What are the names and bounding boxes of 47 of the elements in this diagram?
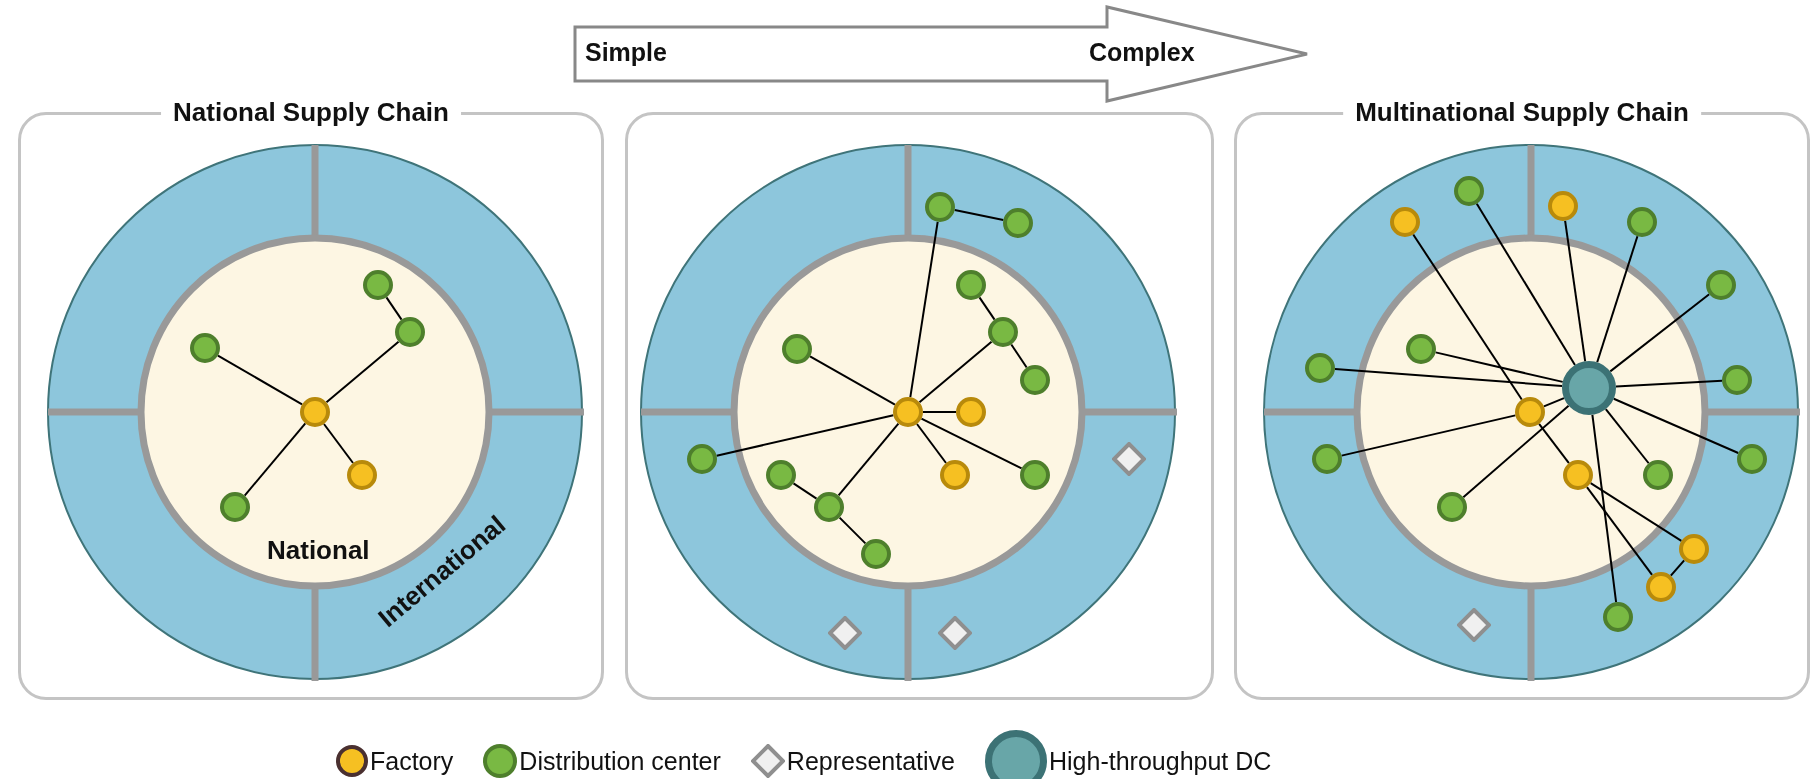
connector-line xyxy=(1538,422,1570,465)
representative-diamond xyxy=(1457,608,1491,642)
connector-line xyxy=(1564,219,1587,363)
connector-line xyxy=(216,354,304,406)
representative-diamond xyxy=(938,616,972,650)
connector-line xyxy=(1412,233,1523,401)
connector-line xyxy=(1475,202,1576,366)
connector-line xyxy=(715,414,895,457)
legend-label: Factory xyxy=(370,746,454,776)
connector-line xyxy=(1010,343,1028,369)
connector-line xyxy=(1462,404,1570,499)
connector-line xyxy=(1596,235,1639,364)
connector-line xyxy=(1542,397,1565,408)
connector-line xyxy=(243,422,307,497)
connector-line xyxy=(909,220,939,399)
connector-line xyxy=(322,423,355,464)
connector-line xyxy=(325,340,400,404)
connector-line xyxy=(922,411,957,413)
connector-line xyxy=(792,482,818,500)
legend-label: High-throughput DC xyxy=(1049,746,1272,776)
connector-line xyxy=(953,209,1005,221)
connector-line xyxy=(978,296,996,321)
legend-label: Representative xyxy=(786,746,955,776)
connector-line xyxy=(1340,414,1517,457)
connector-line xyxy=(809,355,896,406)
connector-line xyxy=(1591,413,1618,604)
connector-line xyxy=(915,423,948,464)
connector-line xyxy=(837,422,900,497)
arrow-label: Simple xyxy=(585,38,667,67)
region-label: National xyxy=(267,535,370,566)
representative-diamond xyxy=(828,616,862,650)
connector-line xyxy=(1585,486,1654,576)
representative-diamond xyxy=(1112,442,1146,476)
connector-line xyxy=(1612,397,1740,454)
legend-label: Distribution center xyxy=(519,746,721,776)
connector-line xyxy=(1609,293,1711,373)
connector-line xyxy=(1614,379,1723,388)
connector-line xyxy=(385,296,403,321)
connector-line xyxy=(838,516,867,545)
panel xyxy=(625,112,1214,700)
connector-line xyxy=(1589,482,1683,542)
connector-line xyxy=(1669,559,1686,577)
connector-line xyxy=(1604,408,1650,465)
connector-line xyxy=(920,417,1023,470)
connector-line xyxy=(918,340,993,404)
arrow-label: Complex xyxy=(1089,38,1195,67)
connector-line xyxy=(1434,351,1564,383)
